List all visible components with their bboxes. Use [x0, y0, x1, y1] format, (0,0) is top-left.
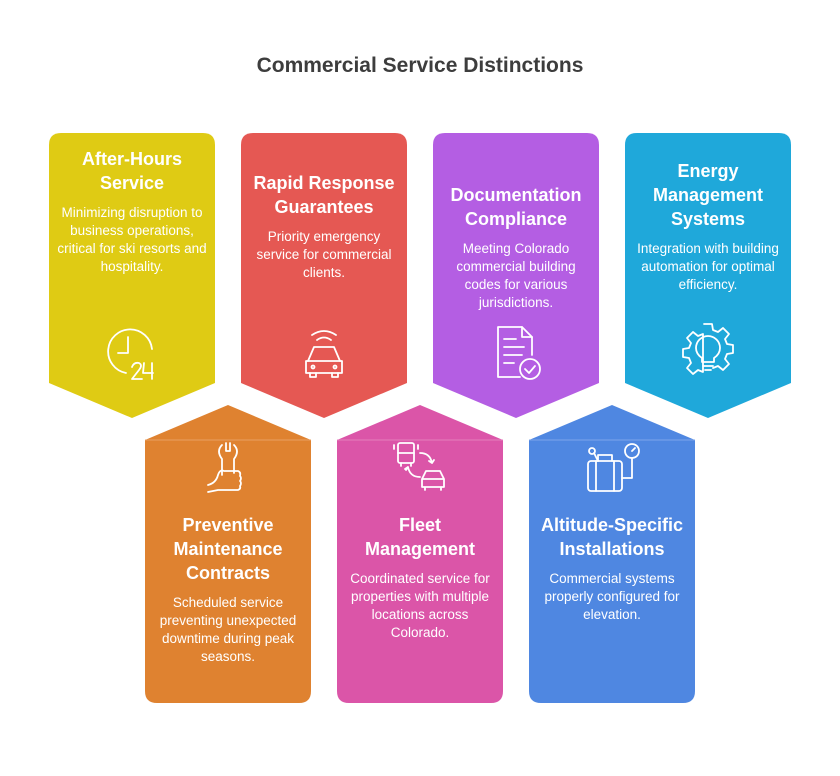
card-after-hours-service: After-Hours Service Minimizing disruptio… — [49, 133, 215, 418]
clock-24-icon — [102, 325, 162, 385]
card-title: Altitude-Specific Installations — [540, 515, 683, 559]
card-description: Commercial systems properly configured f… — [544, 571, 680, 622]
card-description: Priority emergency service for commercia… — [256, 229, 392, 280]
card-title: Fleet Management — [364, 515, 476, 559]
card-description: Integration with building automation for… — [637, 241, 779, 292]
document-check-icon — [486, 323, 546, 383]
card-documentation-compliance: Documentation Compliance Meeting Colorad… — [433, 133, 599, 418]
hand-wrench-icon — [198, 439, 258, 499]
card-altitude-specific-installations: Altitude-Specific Installations Commerci… — [529, 405, 695, 703]
card-title: After-Hours Service — [81, 149, 182, 193]
bus-car-exchange-icon — [390, 437, 450, 497]
card-title: Rapid Response Guarantees — [253, 173, 395, 217]
card-title: Documentation Compliance — [450, 185, 582, 229]
luggage-gauge-icon — [582, 437, 642, 497]
card-description: Minimizing disruption to business operat… — [57, 205, 207, 274]
car-signal-icon — [294, 325, 354, 385]
card-description: Coordinated service for properties with … — [350, 571, 490, 640]
card-title: Energy Management Systems — [652, 161, 764, 229]
card-preventive-maintenance-contracts: Preventive Maintenance Contracts Schedul… — [145, 405, 311, 703]
card-title: Preventive Maintenance Contracts — [173, 515, 283, 583]
page-title: Commercial Service Distinctions — [256, 54, 584, 77]
card-description: Meeting Colorado commercial building cod… — [456, 241, 576, 310]
card-rapid-response-guarantees: Rapid Response Guarantees Priority emerg… — [241, 133, 407, 418]
gear-bulb-icon — [678, 320, 738, 380]
card-fleet-management: Fleet Management Coordinated service for… — [337, 405, 503, 703]
card-description: Scheduled service preventing unexpected … — [159, 595, 297, 664]
card-energy-management-systems: Energy Management Systems Integration wi… — [625, 133, 791, 418]
